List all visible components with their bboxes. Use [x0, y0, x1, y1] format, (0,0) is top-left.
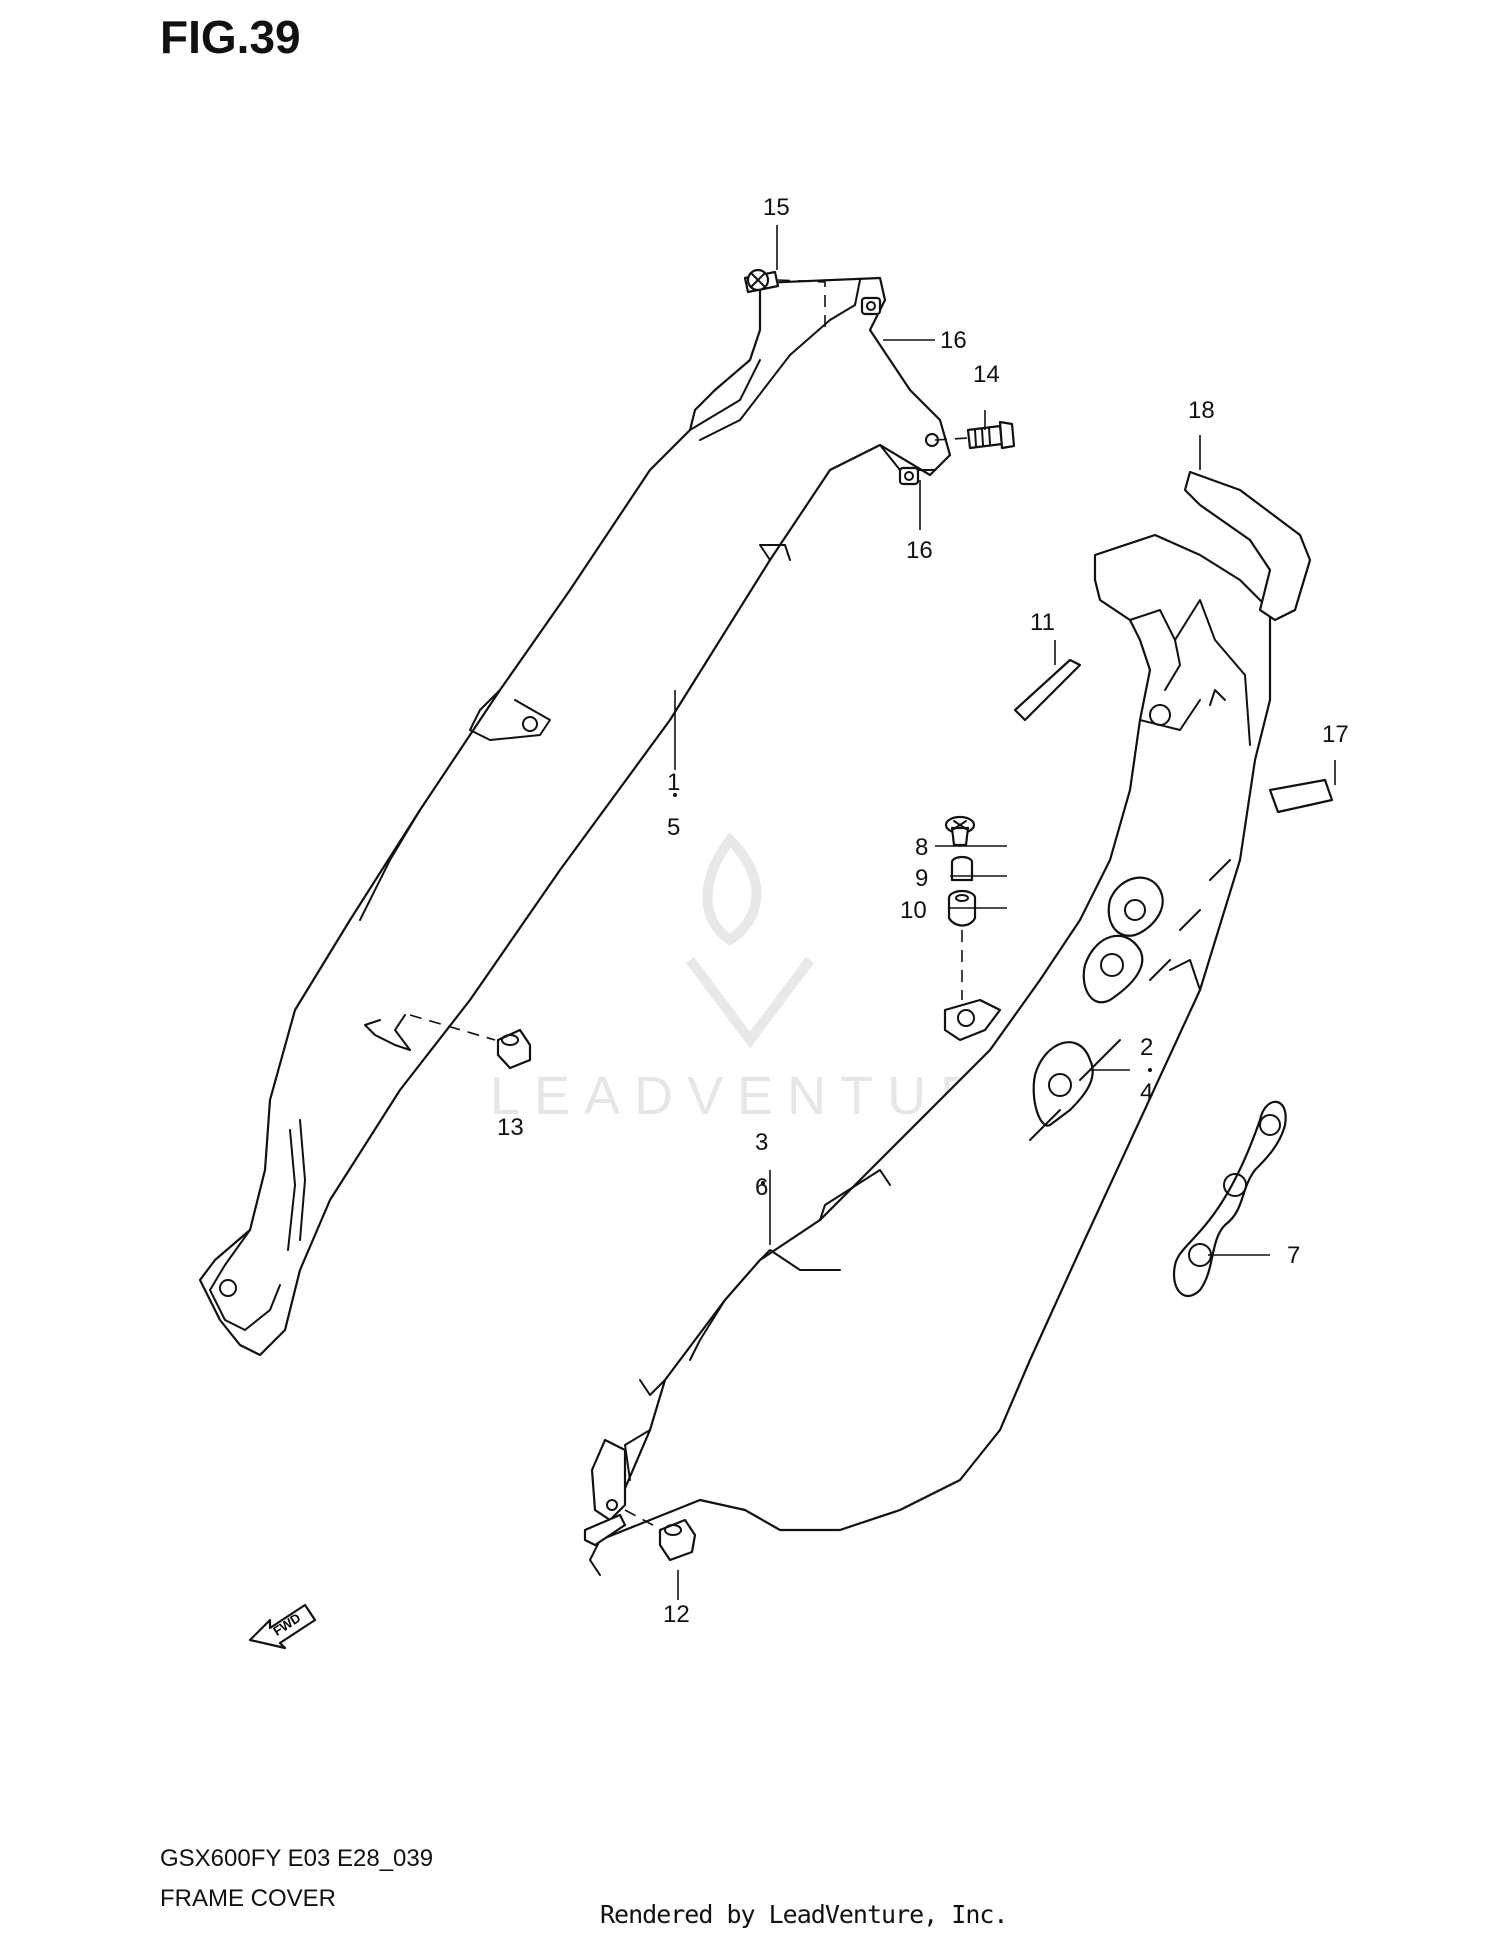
part-11-strip [1013, 658, 1082, 722]
part-18-strip [1183, 470, 1312, 622]
callout-13: 13 [497, 1114, 524, 1141]
callout-7: 7 [1287, 1242, 1300, 1269]
callout-10: 10 [900, 897, 927, 924]
callout-18: 18 [1188, 397, 1215, 424]
callout-11: 11 [1030, 609, 1055, 636]
callout-labels: 15 16 14 16 18 11 1 5 17 8 9 10 2 4 13 3… [497, 194, 1349, 1628]
callout-16-lower: 16 [906, 537, 933, 564]
callout-1: 1 [667, 769, 680, 796]
part-8-screw [944, 815, 976, 847]
callout-3: 3 [755, 1129, 768, 1156]
part-17-pad [1268, 778, 1334, 814]
rendered-by-credit: Rendered by LeadVenture, Inc. [600, 1900, 1008, 1929]
callout-2: 2 [1140, 1034, 1153, 1061]
part-13-grommet [496, 1028, 532, 1070]
part-12-grommet [658, 1518, 697, 1562]
fwd-arrow-icon: FWD [248, 1603, 317, 1650]
part-7-decal [1172, 1100, 1287, 1297]
watermark-logo [686, 832, 814, 1049]
model-code: GSX600FY E03 E28_039 [160, 1845, 434, 1872]
left-frame-cover [198, 276, 952, 1357]
callout-8: 8 [915, 834, 928, 861]
part-10-grommet [947, 889, 977, 927]
callout-14: 14 [973, 361, 1000, 388]
callout-15: 15 [763, 194, 790, 221]
callout-5: 5 [667, 814, 680, 841]
section-name: FRAME COVER [160, 1885, 337, 1912]
right-frame-cover [583, 533, 1272, 1576]
callout-17: 17 [1322, 721, 1349, 748]
leader-lines [673, 225, 1336, 1600]
top-bracket-hardware [743, 268, 1016, 486]
callout-4: 4 [1140, 1079, 1153, 1106]
figure-title: FIG.39 [160, 11, 301, 63]
callout-9: 9 [915, 865, 928, 892]
callout-16-upper: 16 [940, 327, 967, 354]
callout-12: 12 [663, 1601, 690, 1628]
callout-6: 6 [755, 1174, 768, 1201]
